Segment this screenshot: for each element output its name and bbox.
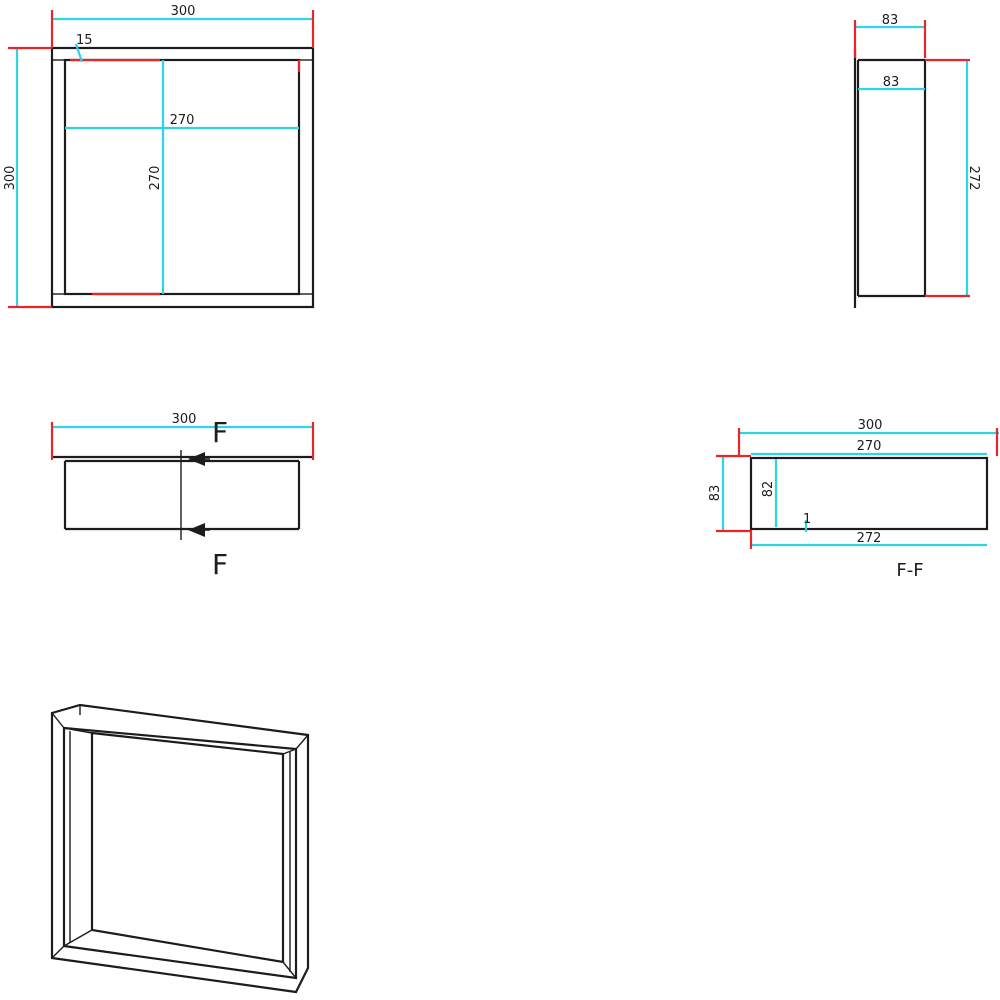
dim-label-top-width: 300 [172,412,197,427]
front-inner-opening [63,58,301,296]
iso-depth-edge [282,748,297,755]
iso-flange-inner [62,726,298,980]
dim-flange-leader [74,43,84,63]
iso-edge [51,712,65,729]
iso-depth-edge [63,929,93,947]
dim-label-side-outer-depth: 83 [882,13,899,28]
dim-label-section-inner-depth: 82 [761,481,776,498]
section-arrow-top-icon [188,452,205,466]
dim-label-section-wall: 1 [803,512,811,527]
side-view: 83 83 272 [853,13,981,308]
dim-label-inner-height: 270 [148,166,163,191]
isometric-view [50,703,310,994]
dim-label-section-overall-width: 300 [858,418,883,433]
dim-label-front-width: 300 [171,4,196,19]
section-mark-top: F [212,416,228,449]
section-view: 300 270 83 82 1 272 F-F [708,418,999,581]
dim-label-inner-width: 270 [170,113,195,128]
section-mark-bottom: F [212,548,228,581]
dim-label-section-inner-width: 270 [857,439,882,454]
front-outer-frame [50,46,315,309]
iso-back-panel [90,731,285,964]
front-view: 300 15 270 270 300 [3,4,315,309]
dim-label-side-height: 272 [966,166,981,191]
section-body [749,456,989,531]
section-title: F-F [896,560,923,581]
dim-label-section-bottom-width: 272 [857,531,882,546]
section-arrow-bottom-icon [188,523,205,537]
iso-depth-edge [63,727,93,734]
iso-edge [51,945,65,959]
dim-label-front-height: 300 [3,166,18,191]
top-view: 300 F F [50,412,315,581]
iso-edge [295,734,309,750]
dim-label-side-inner-depth: 83 [883,75,900,90]
dim-label-flange: 15 [76,33,93,48]
dim-label-section-outer-depth: 83 [708,485,723,502]
